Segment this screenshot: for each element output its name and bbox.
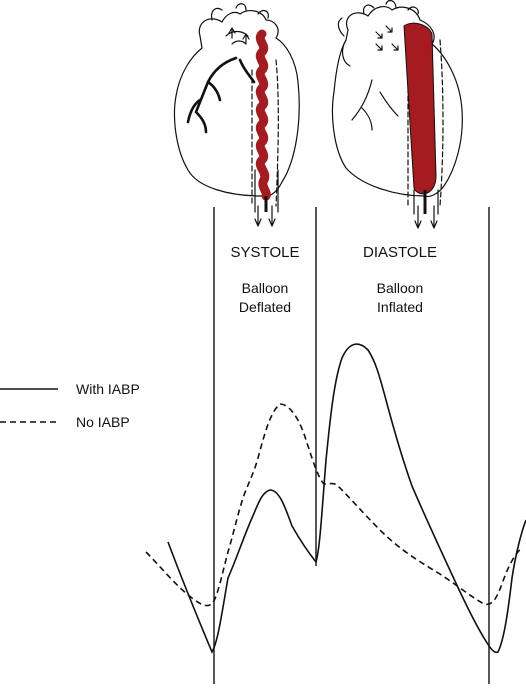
diastole-balloon-state: Inflated [377, 299, 423, 315]
heart-systole-illustration [173, 3, 300, 227]
timing-lines [213, 207, 490, 684]
systole-balloon-label: Balloon [242, 280, 289, 296]
waveform-with-iabp [167, 343, 526, 654]
balloon-deflated [255, 29, 271, 212]
diastole-title: DIASTOLE [363, 244, 437, 261]
legend-label-no-iabp: No IABP [76, 414, 130, 430]
phase-label-systole: SYSTOLE Balloon Deflated [231, 244, 300, 315]
systole-title: SYSTOLE [231, 244, 300, 261]
phase-label-diastole: DIASTOLE Balloon Inflated [363, 244, 437, 315]
diastole-balloon-label: Balloon [377, 280, 424, 296]
heart-diastole-illustration [331, 0, 463, 229]
legend-label-with-iabp: With IABP [76, 381, 140, 397]
balloon-inflated [403, 22, 437, 214]
waveform-no-iabp [145, 403, 523, 607]
legend: With IABP No IABP [0, 381, 140, 430]
systole-balloon-state: Deflated [239, 299, 291, 315]
